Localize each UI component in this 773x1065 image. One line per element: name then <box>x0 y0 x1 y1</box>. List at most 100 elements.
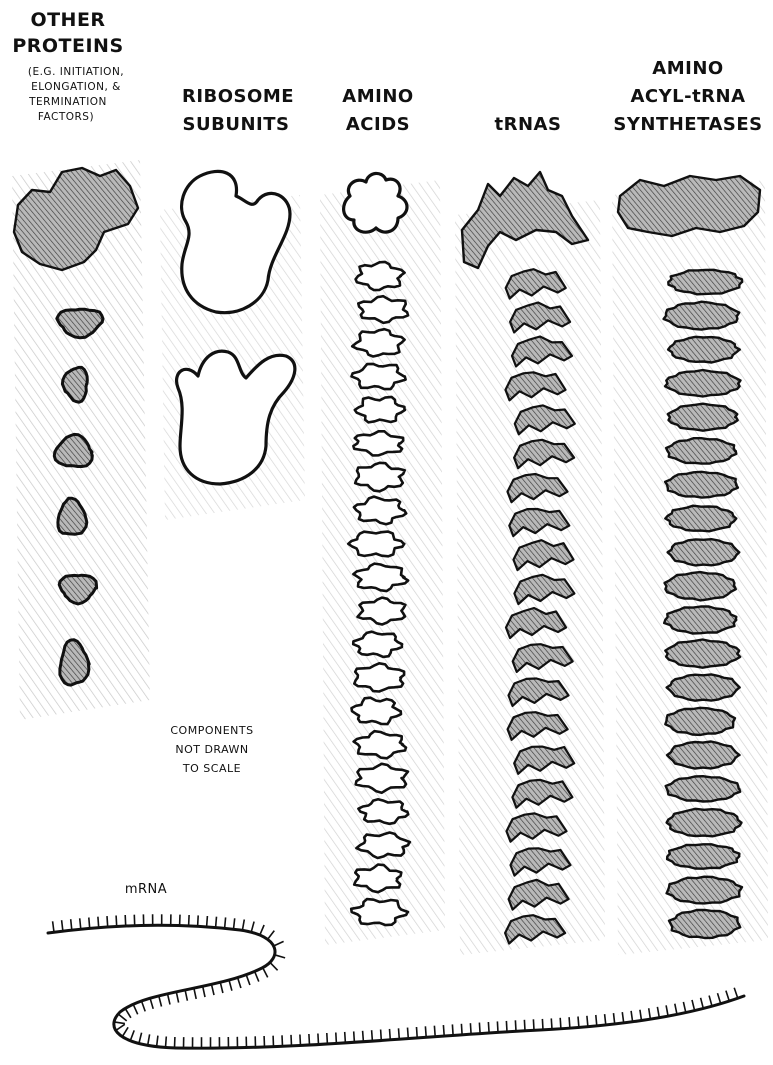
mrna-tick <box>53 921 54 932</box>
header-other-proteins-line-2: PROTEINS <box>12 35 123 57</box>
aminoacyl-trna-synthetase <box>665 506 736 532</box>
mrna-label: mRNA <box>125 882 167 897</box>
mrna-tick <box>125 1009 131 1018</box>
aminoacyl-trna-synthetase <box>667 742 739 769</box>
mrna-tick <box>399 1028 400 1039</box>
mrna-tick <box>282 1035 283 1046</box>
mrna-tick <box>533 1019 534 1030</box>
mrna-tick <box>274 941 284 946</box>
aminoacyl-trna-synthetase <box>666 438 736 463</box>
mrna-tick <box>229 980 232 991</box>
header-other-proteins: OTHER PROTEINS (E.G. INITIATION, ELONGAT… <box>12 9 124 123</box>
mrna-tick <box>605 1014 606 1025</box>
mrna-tick <box>80 918 81 929</box>
mrna-tick <box>497 1021 498 1032</box>
mrna-tick <box>345 1032 346 1043</box>
mrna-tick <box>354 1031 355 1042</box>
header-synthetases-line-1: AMINO <box>652 58 723 79</box>
mrna-tick <box>622 1012 623 1023</box>
mrna-tick <box>657 1007 659 1018</box>
aminoacyl-trna-synthetase <box>665 708 735 735</box>
mrna-tick <box>148 1034 150 1045</box>
header-other-proteins-line-1: OTHER <box>30 9 105 31</box>
mrna-tick <box>125 915 126 926</box>
mrna-tick <box>225 917 226 928</box>
mrna-tick <box>291 1035 292 1046</box>
mrna-tick <box>185 990 187 1001</box>
mrna-tick <box>614 1013 615 1024</box>
amino-acid-large <box>344 173 407 232</box>
mrna-tick <box>683 1002 685 1013</box>
mrna-tick <box>142 1001 146 1011</box>
mrna-tick <box>300 1035 301 1046</box>
mrna-tick <box>363 1031 364 1042</box>
header-other-proteins-sub-4: FACTORS) <box>38 111 94 123</box>
mrna-tick <box>734 988 738 998</box>
mrna-tick <box>255 971 259 981</box>
mrna-tick <box>381 1030 382 1041</box>
mrna-tick <box>506 1021 507 1032</box>
aminoacyl-trna-synthetase <box>667 674 740 700</box>
mrna-tick <box>242 920 244 931</box>
mrna-tick <box>726 991 729 1002</box>
mrna-tick <box>587 1016 588 1027</box>
mrna-tick <box>318 1034 319 1045</box>
header-ribosome-line-2: SUBUNITS <box>183 114 290 135</box>
mrna-tick <box>666 1005 668 1016</box>
mrna-tick <box>470 1023 471 1034</box>
mrna-tick <box>515 1020 516 1031</box>
header-trnas-line-1: tRNAS <box>495 114 562 135</box>
mrna-tick <box>524 1020 525 1031</box>
header-amino-acids: AMINO ACIDS <box>342 86 413 135</box>
scale-note-line-3: TO SCALE <box>182 762 241 775</box>
mrna-tick <box>425 1026 426 1037</box>
synthetase-large <box>618 176 760 236</box>
mrna-tick <box>434 1026 435 1037</box>
mrna-tick <box>551 1018 552 1029</box>
aminoacyl-trna-synthetase <box>668 539 740 565</box>
mrna-tick <box>718 993 721 1004</box>
mrna-tick <box>220 982 223 993</box>
mrna-tick <box>62 920 63 931</box>
header-amino-acids-line-1: AMINO <box>342 86 413 107</box>
scale-note-line-2: NOT DRAWN <box>175 743 248 756</box>
mrna-tick <box>327 1033 328 1044</box>
mrna-tick <box>336 1033 337 1044</box>
aminoacyl-trna-synthetase <box>667 877 742 904</box>
mrna-tick <box>372 1030 373 1041</box>
mrna-tick <box>246 975 250 985</box>
header-other-proteins-sub-2: ELONGATION, & <box>31 81 121 93</box>
mrna-tick <box>275 955 286 958</box>
aminoacyl-trna-synthetase <box>665 572 736 600</box>
mrna-tick <box>560 1018 561 1029</box>
mrna-tick <box>692 1000 695 1011</box>
mrna-tick <box>578 1017 579 1028</box>
aminoacyl-trna-synthetase <box>668 337 740 363</box>
mrna-tick <box>488 1022 489 1033</box>
header-amino-acids-line-2: ACIDS <box>346 114 410 135</box>
header-ribosome-line-1: RIBOSOME <box>182 86 294 107</box>
mrna-tick <box>176 992 178 1003</box>
header-trnas: tRNAS <box>495 114 562 135</box>
mrna-tick <box>569 1017 570 1028</box>
aminoacyl-trna-synthetase <box>669 910 740 938</box>
scale-note: COMPONENTS NOT DRAWN TO SCALE <box>170 724 253 775</box>
mrna-tick <box>133 1004 138 1014</box>
header-ribosome-subunits: RIBOSOME SUBUNITS <box>182 86 294 135</box>
mrna-tick <box>166 1037 167 1048</box>
mrna-tick <box>71 919 72 930</box>
mrna-tick <box>107 916 108 927</box>
mrna-tick <box>198 915 199 926</box>
mrna-tick <box>114 1022 125 1024</box>
header-synthetases-line-3: SYNTHETASES <box>613 114 762 135</box>
aminoacyl-trna-synthetase <box>664 607 736 634</box>
header-other-proteins-sub-1: (E.G. INITIATION, <box>28 66 124 78</box>
mrna-tick <box>260 925 264 935</box>
mrna-tick <box>640 1010 642 1021</box>
mrna-tick <box>189 915 190 926</box>
mrna-tick <box>150 998 153 1009</box>
mrna-tick <box>89 918 90 929</box>
mrna-tick <box>701 998 704 1009</box>
